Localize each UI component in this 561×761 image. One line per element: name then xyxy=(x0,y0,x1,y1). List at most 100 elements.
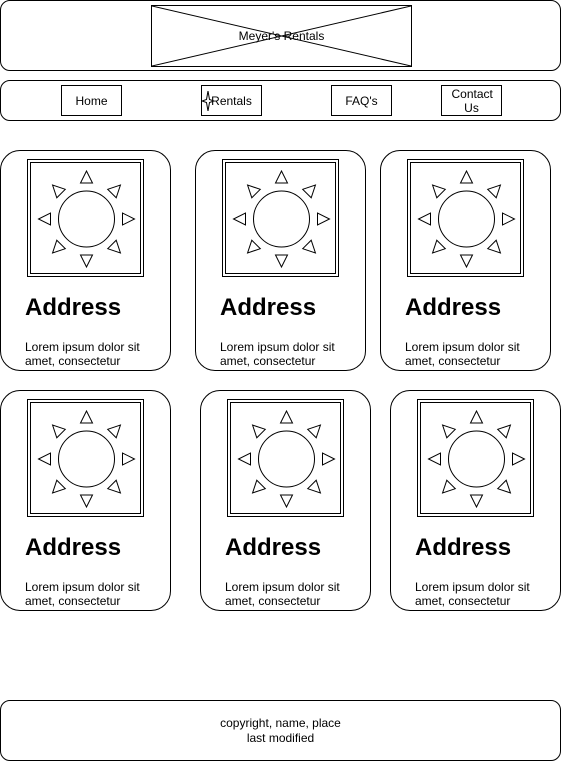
listing-address: Address xyxy=(25,534,122,561)
listing-card[interactable]: Address Lorem ipsum dolor sit amet, cons… xyxy=(390,390,561,611)
sun-disc xyxy=(58,430,115,488)
sun-ray xyxy=(486,239,502,254)
sun-placeholder-icon xyxy=(237,409,336,509)
nav-bar: Home Rentals FAQ's Contact Us xyxy=(0,80,561,121)
four-point-star-icon xyxy=(202,91,214,111)
sun-ray xyxy=(79,409,94,424)
sun-ray xyxy=(322,452,336,466)
listing-card[interactable]: Address Lorem ipsum dolor sit amet, cons… xyxy=(0,150,171,371)
sun-ray xyxy=(251,479,267,494)
sun-ray xyxy=(106,239,122,254)
sun-ray xyxy=(469,409,484,424)
sun-ray xyxy=(301,239,317,254)
sun-ray xyxy=(486,184,502,199)
sun-placeholder-icon xyxy=(37,409,136,509)
sun-ray xyxy=(502,212,516,226)
listing-address: Address xyxy=(405,294,502,321)
site-title: Meyer's Rentals xyxy=(238,29,325,43)
nav-rentals-button[interactable]: Rentals xyxy=(201,85,262,116)
listing-card[interactable]: Address Lorem ipsum dolor sit amet, cons… xyxy=(195,150,366,371)
image-placeholder-icon xyxy=(152,6,411,66)
sun-ray xyxy=(459,254,474,269)
listing-description: Lorem ipsum dolor sit amet, consectetur xyxy=(25,340,140,368)
listing-image xyxy=(27,159,144,277)
nav-faqs-button[interactable]: FAQ's xyxy=(331,85,392,116)
sun-ray xyxy=(237,452,251,466)
sun-ray xyxy=(469,494,484,509)
sun-ray xyxy=(417,212,431,226)
sun-ray xyxy=(122,452,136,466)
listing-address: Address xyxy=(415,534,512,561)
sun-ray xyxy=(431,184,447,199)
sun-placeholder-icon xyxy=(417,169,516,269)
sun-ray xyxy=(246,184,262,199)
sun-ray xyxy=(246,239,262,254)
listing-description: Lorem ipsum dolor sit amet, consectetur xyxy=(225,580,340,608)
listing-address: Address xyxy=(225,534,322,561)
sun-ray xyxy=(122,212,136,226)
sun-disc xyxy=(58,190,115,248)
sun-ray xyxy=(317,212,331,226)
listing-card[interactable]: Address Lorem ipsum dolor sit amet, cons… xyxy=(380,150,551,371)
listing-card[interactable]: Address Lorem ipsum dolor sit amet, cons… xyxy=(0,390,171,611)
listing-image xyxy=(227,399,344,517)
footer-copyright: copyright, name, place xyxy=(220,716,341,730)
listing-image xyxy=(417,399,534,517)
listing-image xyxy=(407,159,524,277)
footer-text: copyright, name, place last modified xyxy=(1,716,560,746)
header: Meyer's Rentals xyxy=(0,0,561,71)
listing-description: Lorem ipsum dolor sit amet, consectetur xyxy=(415,580,530,608)
sun-ray xyxy=(79,169,94,184)
sun-ray xyxy=(306,479,322,494)
sun-disc xyxy=(258,430,315,488)
listing-card[interactable]: Address Lorem ipsum dolor sit amet, cons… xyxy=(200,390,371,611)
sun-ray xyxy=(51,424,67,439)
listing-description: Lorem ipsum dolor sit amet, consectetur xyxy=(220,340,335,368)
sun-ray xyxy=(427,452,441,466)
listing-address: Address xyxy=(220,294,317,321)
sun-ray xyxy=(37,212,51,226)
nav-contact-button[interactable]: Contact Us xyxy=(441,85,502,116)
sun-ray xyxy=(306,424,322,439)
nav-faqs-label: FAQ's xyxy=(345,93,378,108)
sun-ray xyxy=(301,184,317,199)
sun-ray xyxy=(441,479,457,494)
sun-ray xyxy=(51,184,67,199)
sun-ray xyxy=(441,424,457,439)
sun-placeholder-icon xyxy=(427,409,526,509)
sun-ray xyxy=(496,424,512,439)
sun-ray xyxy=(512,452,526,466)
nav-contact-label: Contact Us xyxy=(451,86,493,115)
sun-ray xyxy=(51,239,67,254)
listing-image xyxy=(27,399,144,517)
sun-ray xyxy=(279,409,294,424)
logo-placeholder: Meyer's Rentals xyxy=(151,5,412,67)
listing-description: Lorem ipsum dolor sit amet, consectetur xyxy=(25,580,140,608)
sun-ray xyxy=(459,169,474,184)
sun-ray xyxy=(106,424,122,439)
nav-home-label: Home xyxy=(75,93,108,108)
sun-ray xyxy=(431,239,447,254)
sun-ray xyxy=(79,254,94,269)
sun-disc xyxy=(253,190,310,248)
nav-home-button[interactable]: Home xyxy=(61,85,122,116)
nav-rentals-label: Rentals xyxy=(211,93,252,108)
listing-image xyxy=(222,159,339,277)
footer: copyright, name, place last modified xyxy=(0,700,561,761)
sun-ray xyxy=(51,479,67,494)
listing-address: Address xyxy=(25,294,122,321)
sun-ray xyxy=(274,169,289,184)
sun-placeholder-icon xyxy=(37,169,136,269)
sun-ray xyxy=(37,452,51,466)
sun-ray xyxy=(496,479,512,494)
footer-last-modified: last modified xyxy=(246,731,315,745)
sun-ray xyxy=(106,479,122,494)
sun-disc xyxy=(448,430,505,488)
sun-ray xyxy=(106,184,122,199)
sun-disc xyxy=(438,190,495,248)
sun-ray xyxy=(274,254,289,269)
sun-ray xyxy=(279,494,294,509)
sun-placeholder-icon xyxy=(232,169,331,269)
sun-ray xyxy=(232,212,246,226)
sun-ray xyxy=(251,424,267,439)
